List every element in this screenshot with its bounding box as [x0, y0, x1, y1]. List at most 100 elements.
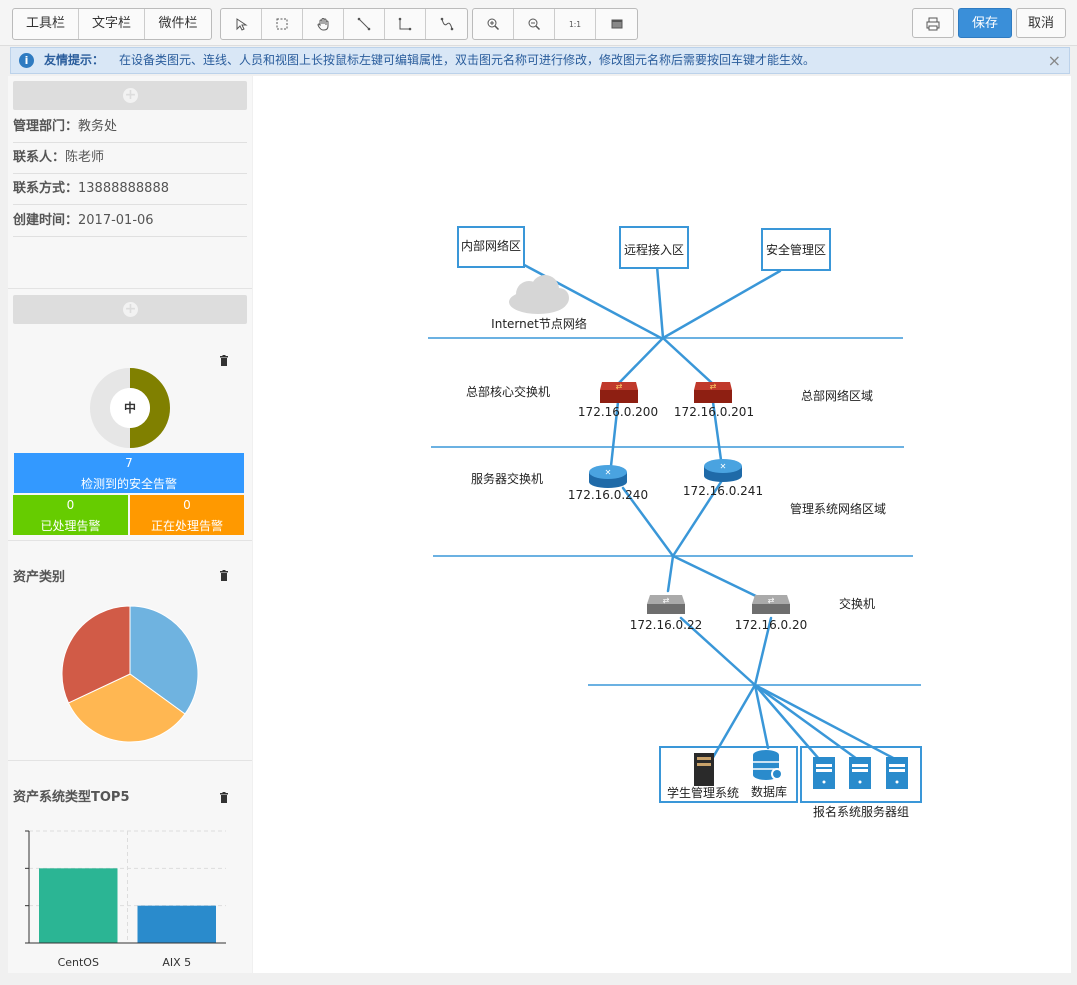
tab-toolbar[interactable]: 工具栏: [13, 9, 79, 39]
zoom-out-icon: [528, 18, 541, 30]
link-student-system: [706, 683, 757, 768]
plus-icon: +: [123, 87, 138, 103]
tip-banner: i 友情提示： 在设备类图元、连线、人员和视图上长按鼠标左键可编辑属性，双击图元…: [10, 47, 1070, 74]
zoom-out-button[interactable]: [514, 9, 555, 39]
access-switch-icon[interactable]: ⇄: [647, 595, 685, 614]
trash-icon[interactable]: [219, 792, 229, 803]
info-icon: i: [19, 53, 34, 68]
core-switch-icon[interactable]: ⇄: [694, 382, 732, 403]
detected-count: 7: [125, 456, 133, 470]
link-switch-a-bus: [679, 616, 757, 687]
cancel-button[interactable]: 取消: [1016, 8, 1066, 38]
svg-text:✕: ✕: [720, 462, 727, 471]
access-switch-icon[interactable]: ⇄: [752, 595, 790, 614]
processing-label: 正在处理告警: [150, 519, 223, 533]
add-info-button[interactable]: +: [13, 81, 247, 110]
mgmt-zone-label: 管理系统网络区域: [790, 501, 886, 516]
database-icon[interactable]: [753, 750, 783, 780]
server-group-label: 报名系统服务器组: [813, 804, 909, 819]
actual-size-button[interactable]: 1:1: [555, 9, 596, 39]
link-core-b: [661, 336, 715, 386]
printer-icon: [926, 17, 940, 30]
trash-icon[interactable]: [219, 570, 229, 581]
svg-text:⇄: ⇄: [768, 596, 775, 605]
contact-value: 陈老师: [65, 150, 105, 165]
tip-label: 友情提示：: [44, 53, 105, 67]
core-switch-ip: 172.16.0.201: [674, 405, 754, 419]
zoom-in-button[interactable]: [473, 9, 514, 39]
switch-ip: 172.16.0.22: [630, 618, 703, 632]
server-switch-label: 服务器交换机: [471, 471, 543, 486]
svg-text:⇄: ⇄: [663, 596, 670, 605]
dept-row: 管理部门：教务处: [13, 112, 247, 143]
fit-screen-button[interactable]: [596, 9, 637, 39]
link-bus-switch-a: [666, 554, 675, 593]
student-system-group[interactable]: [659, 746, 798, 803]
detected-label: 检测到的安全告警: [80, 477, 177, 491]
link-core-router-b: [711, 400, 723, 462]
core-switch-icon[interactable]: ⇄: [600, 382, 638, 403]
pie-slice[interactable]: [129, 605, 199, 715]
svg-text:⇄: ⇄: [616, 382, 623, 391]
marquee-select-icon: [276, 18, 288, 29]
detected-alerts-card[interactable]: 7 检测到的安全告警: [14, 453, 244, 493]
line-tool-button[interactable]: [344, 9, 385, 39]
server-icon[interactable]: [886, 757, 908, 789]
created-row: 创建时间：2017-01-06: [13, 206, 247, 237]
cloud-label: Internet节点网络: [491, 316, 587, 331]
trash-icon[interactable]: [219, 355, 229, 366]
handled-count: 0: [66, 498, 75, 512]
zone-box-remote: [619, 226, 689, 269]
link-switch-b-bus: [753, 616, 773, 687]
server-icon[interactable]: [813, 757, 835, 789]
phone-row: 联系方式：13888888888: [13, 174, 247, 205]
divider: [8, 760, 252, 761]
tool-group: [220, 8, 468, 40]
top5-title: 资产系统类型TOP5: [13, 790, 130, 805]
marquee-tool-button[interactable]: [262, 9, 303, 39]
topology-diagram[interactable]: 内部网络区 远程接入区 安全管理区 Internet节点网络 ⇄ ⇄ 总部核心交…: [253, 76, 1071, 973]
zoom-group: 1:1: [472, 8, 638, 40]
server-icon[interactable]: [849, 757, 871, 789]
switch-label: 交换机: [839, 596, 875, 611]
handled-alerts-card[interactable]: 0 已处理告警: [13, 495, 128, 535]
tab-widget-bar[interactable]: 微件栏: [158, 16, 198, 31]
pie-slice[interactable]: [61, 605, 131, 704]
curve-line-tool-button[interactable]: [426, 9, 467, 39]
bar[interactable]: [39, 868, 118, 943]
divider: [8, 288, 252, 289]
router-icon[interactable]: ✕: [589, 465, 627, 488]
router-ip: 172.16.0.241: [683, 484, 763, 498]
pointer-icon: [236, 17, 248, 31]
x-tick-label: AIX 5: [162, 956, 191, 969]
link-database: [753, 683, 770, 750]
server-tower-icon[interactable]: [694, 753, 714, 786]
student-system-label: 学生管理系统: [667, 785, 739, 800]
dept-value: 教务处: [78, 119, 118, 134]
security-level-donut: 中: [90, 368, 170, 448]
pan-tool-button[interactable]: [303, 9, 344, 39]
bar[interactable]: [137, 905, 217, 943]
server-group-box[interactable]: [800, 746, 922, 803]
left-panel: + 管理部门：教务处 联系人：陈老师 联系方式：13888888888 创建时间…: [8, 76, 252, 973]
phone-label: 联系方式：: [13, 181, 79, 196]
close-icon[interactable]: ×: [1047, 51, 1061, 70]
processing-alerts-card[interactable]: 0 正在处理告警: [130, 495, 244, 535]
svg-text:1:1: 1:1: [569, 20, 581, 29]
pointer-tool-button[interactable]: [221, 9, 262, 39]
add-widget-button[interactable]: +: [13, 295, 247, 324]
print-button[interactable]: [912, 8, 954, 38]
tip-text: 在设备类图元、连线、人员和视图上长按鼠标左键可编辑属性，双击图元名称可进行修改，…: [119, 53, 816, 67]
handled-label: 已处理告警: [40, 519, 101, 533]
hq-zone-label: 总部网络区域: [801, 388, 873, 403]
elbow-line-tool-button[interactable]: [385, 9, 426, 39]
topology-canvas[interactable]: 内部网络区 远程接入区 安全管理区 Internet节点网络 ⇄ ⇄ 总部核心交…: [253, 76, 1071, 973]
router-icon[interactable]: ✕: [704, 459, 742, 482]
pie-slice[interactable]: [67, 673, 186, 743]
save-button[interactable]: 保存: [958, 8, 1012, 38]
tab-text-bar[interactable]: 文字栏: [79, 9, 145, 39]
link-bus-switch-b: [671, 554, 762, 600]
divider: [8, 540, 252, 541]
switch-ip: 172.16.0.20: [735, 618, 808, 632]
